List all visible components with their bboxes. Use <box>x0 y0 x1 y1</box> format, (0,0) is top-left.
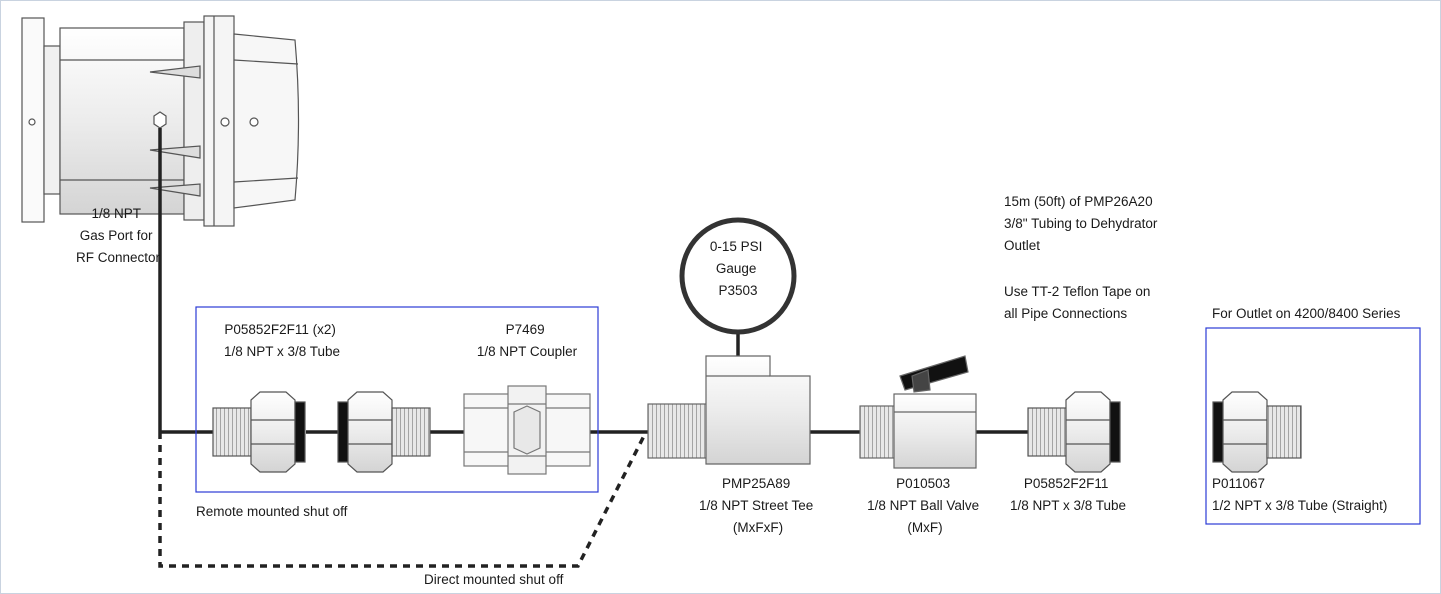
remote-shutoff-label: Remote mounted shut off <box>196 504 348 519</box>
tubing-note: 15m (50ft) of PMP26A20 3/8" Tubing to De… <box>1004 194 1161 253</box>
street-tee-icon <box>647 355 811 465</box>
direct-shutoff-label: Direct mounted shut off <box>424 572 564 587</box>
gas-port-label: 1/8 NPT Gas Port for RF Connector <box>76 206 161 265</box>
tube-fitting-2-icon <box>337 391 431 473</box>
ball-valve-label: P010503 1/8 NPT Ball Valve (MxF) <box>867 476 983 535</box>
rf-connector-icon <box>21 15 300 227</box>
p05852-x2-label: P05852F2F11 (x2) 1/8 NPT x 3/8 Tube <box>224 322 340 359</box>
coupler-icon <box>463 385 591 475</box>
pipe-lines <box>158 128 1028 434</box>
gauge-label: 0-15 PSI Gauge P3503 <box>710 239 766 298</box>
p011067-label: P011067 1/2 NPT x 3/8 Tube (Straight) <box>1212 476 1387 513</box>
p7469-label: P7469 1/8 NPT Coupler <box>477 322 578 359</box>
remote-shutoff-box <box>195 306 599 493</box>
ball-valve-icon <box>859 355 977 469</box>
teflon-note: Use TT-2 Teflon Tape on all Pipe Connect… <box>1004 284 1154 321</box>
outlet-note: For Outlet on 4200/8400 Series <box>1212 306 1401 321</box>
straight-fitting-icon <box>1212 391 1302 473</box>
direct-shutoff-path <box>158 431 648 568</box>
p05852-single-label: P05852F2F11 1/8 NPT x 3/8 Tube <box>1010 476 1126 513</box>
tube-fitting-1-icon <box>212 391 306 473</box>
gauge-icon <box>679 217 797 335</box>
tube-fitting-3-icon <box>1027 391 1121 473</box>
street-tee-label: PMP25A89 1/8 NPT Street Tee (MxFxF) <box>699 476 817 535</box>
outlet-box <box>1205 327 1421 525</box>
